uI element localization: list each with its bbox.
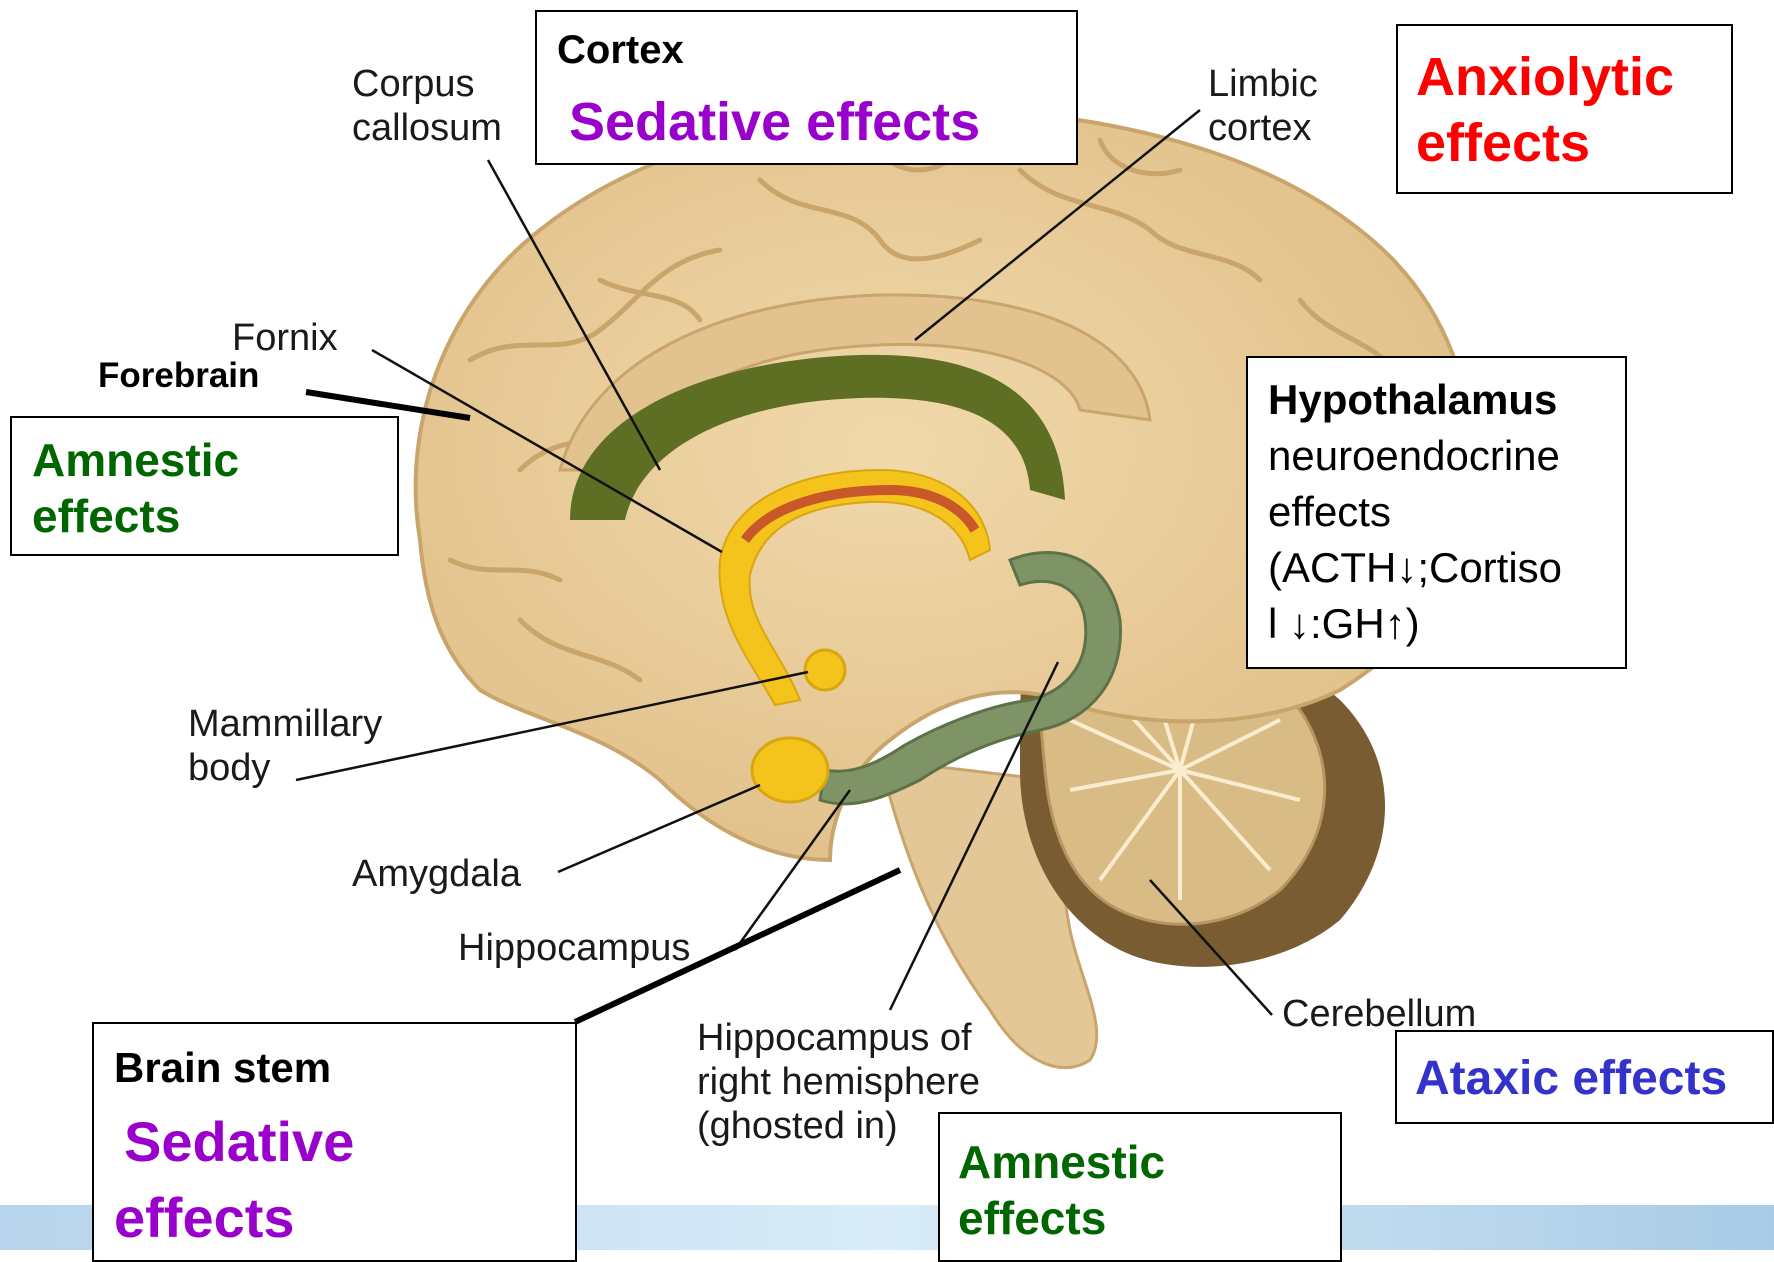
- hypothalamus-line-1: neuroendocrine: [1268, 428, 1560, 484]
- hypothalamus-line-2: effects: [1268, 484, 1391, 540]
- amnestic-left-line-1: Amnestic: [32, 432, 239, 488]
- hippocampus-right-line-2: right hemisphere: [697, 1060, 980, 1104]
- anxiolytic-line-1: Anxiolytic: [1416, 44, 1674, 110]
- hypothalamus-line-4: l ↓:GH↑): [1268, 596, 1420, 652]
- brainstem-title: Brain stem: [114, 1042, 331, 1094]
- anxiolytic-box: Anxiolytic effects: [1396, 24, 1733, 194]
- hypothalamus-title: Hypothalamus: [1268, 372, 1557, 428]
- cortex-sedative-effect: Sedative effects: [569, 92, 980, 152]
- hypothalamus-line-3: (ACTH↓;Cortiso: [1268, 540, 1562, 596]
- mammillary-body-shape: [805, 650, 845, 690]
- amnestic-bottom-line-1: Amnestic: [958, 1134, 1165, 1190]
- ataxic-box: Ataxic effects: [1395, 1030, 1774, 1124]
- hippocampus-label: Hippocampus: [458, 926, 690, 970]
- limbic-cortex-line-1: Limbic: [1208, 62, 1318, 106]
- corpus-callosum-line-2: callosum: [352, 106, 502, 150]
- hypothalamus-box: Hypothalamus neuroendocrine effects (ACT…: [1246, 356, 1627, 669]
- brainstem-line-2: effects: [114, 1180, 295, 1256]
- cortex-box: Cortex Sedative effects: [535, 10, 1078, 165]
- amnestic-bottom-line-2: effects: [958, 1190, 1106, 1246]
- brainstem-box: Brain stem Sedative effects: [92, 1022, 577, 1262]
- cortex-title: Cortex: [557, 28, 684, 72]
- corpus-callosum-line-1: Corpus: [352, 62, 502, 106]
- mammillary-line-2: body: [188, 746, 382, 790]
- amnestic-bottom-box: Amnestic effects: [938, 1112, 1342, 1262]
- hippocampus-right-line-1: Hippocampus of: [697, 1016, 980, 1060]
- limbic-cortex-line-2: cortex: [1208, 106, 1318, 150]
- mammillary-line-1: Mammillary: [188, 702, 382, 746]
- corpus-callosum-label: Corpus callosum: [352, 62, 502, 150]
- forebrain-label: Forebrain: [98, 354, 259, 398]
- amnestic-left-line-2: effects: [32, 488, 180, 544]
- amygdala-label: Amygdala: [352, 852, 521, 896]
- amnestic-left-box: Amnestic effects: [10, 416, 399, 556]
- limbic-cortex-label: Limbic cortex: [1208, 62, 1318, 150]
- amygdala-shape: [752, 738, 828, 802]
- anxiolytic-line-2: effects: [1416, 110, 1590, 176]
- brainstem-line-1: Sedative: [124, 1104, 354, 1180]
- ataxic-effect: Ataxic effects: [1415, 1052, 1727, 1106]
- mammillary-body-label: Mammillary body: [188, 702, 382, 790]
